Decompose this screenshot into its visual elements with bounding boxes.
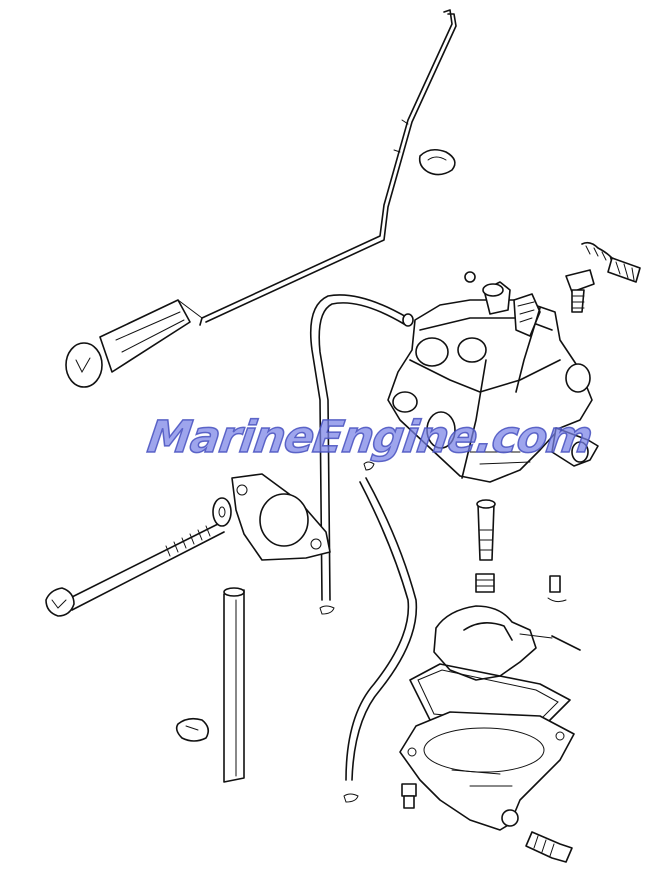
vent-tube [223,587,245,783]
bowl-screw [401,783,417,809]
fuel-hose-upper [309,294,414,615]
rod-clip [418,148,456,176]
washer [212,497,232,527]
main-jet-nozzle [476,499,496,561]
drain-hose [343,461,418,803]
float [433,605,553,681]
main-jet [475,573,495,593]
carburetor-body [387,271,599,483]
float-bowl [399,711,575,831]
idle-screw [581,241,641,283]
hose-clamp [175,717,210,742]
drain-screw [525,831,573,863]
throttle-stop-screw [565,269,595,313]
choke-rod [199,9,457,326]
gasket [231,473,331,561]
float-pin [547,575,581,651]
mounting-bolt [45,523,225,617]
choke-knob [65,299,203,388]
